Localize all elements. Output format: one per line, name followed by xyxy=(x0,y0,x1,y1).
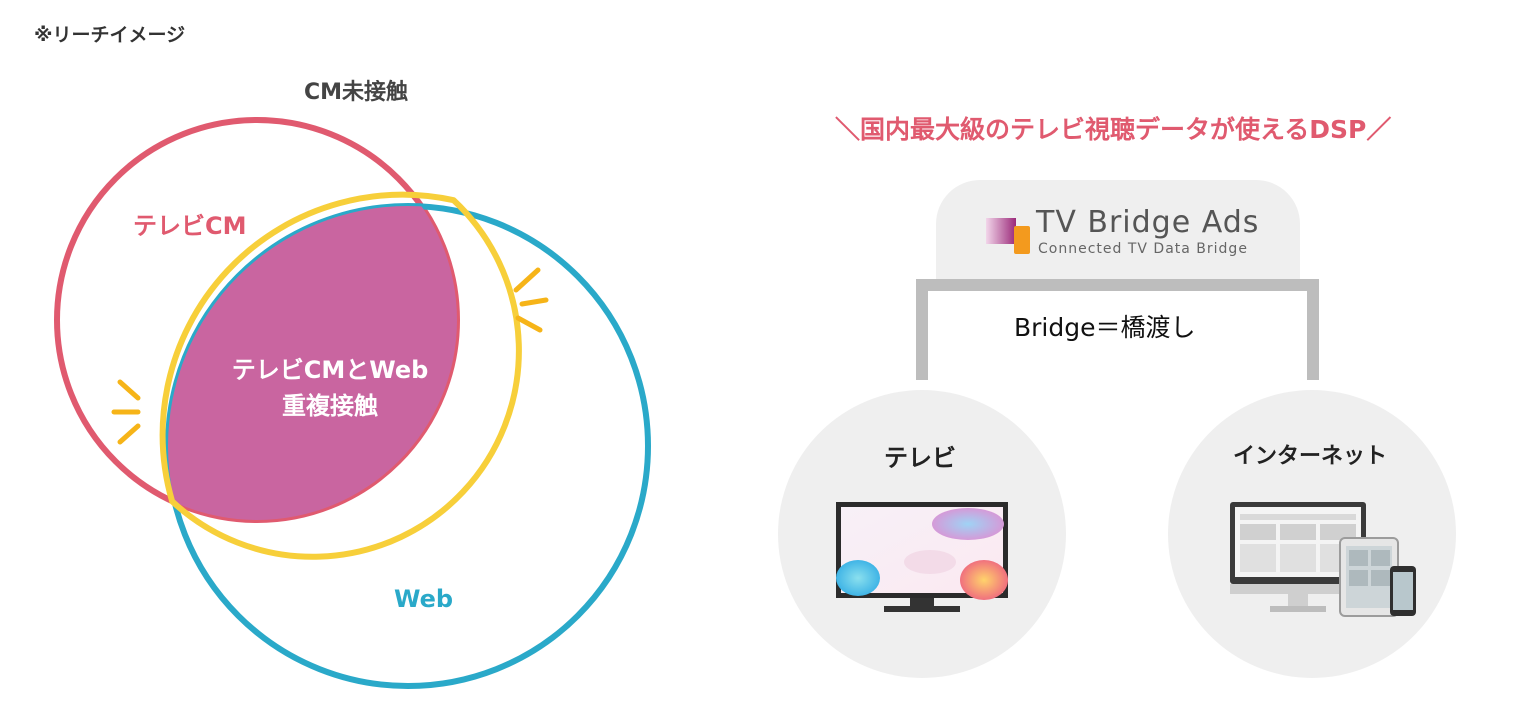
bridge-caption: Bridge＝橋渡し xyxy=(1014,313,1196,342)
television-icon xyxy=(836,502,1008,612)
venn-diagram xyxy=(54,117,651,689)
overlap-outline xyxy=(159,191,522,560)
cm-unexposed-label: CM未接触 xyxy=(304,80,409,105)
tv-bridge-logo-icon xyxy=(986,218,1030,254)
logo-title: TV Bridge Ads xyxy=(1036,205,1260,240)
reach-image-note: ※リーチイメージ xyxy=(34,24,186,46)
overlap-label: テレビCMとWeb 重複接触 xyxy=(205,352,455,424)
overlap-label-line2: 重複接触 xyxy=(282,392,378,420)
devices-icon xyxy=(1230,502,1416,617)
spark-left-icon xyxy=(111,379,141,445)
logo-subtitle: Connected TV Data Bridge xyxy=(1038,241,1248,257)
headline: ＼国内最大級のテレビ視聴データが使えるDSP／ xyxy=(835,115,1392,144)
web-label: Web xyxy=(394,585,454,613)
spark-right-icon xyxy=(513,267,549,333)
overlap-label-line1: テレビCMとWeb xyxy=(231,356,429,384)
tv-node-label: テレビ xyxy=(884,444,956,472)
tv-cm-label: テレビCM xyxy=(133,212,247,240)
overlap-region xyxy=(168,206,457,520)
internet-node-label: インターネット xyxy=(1233,444,1388,469)
